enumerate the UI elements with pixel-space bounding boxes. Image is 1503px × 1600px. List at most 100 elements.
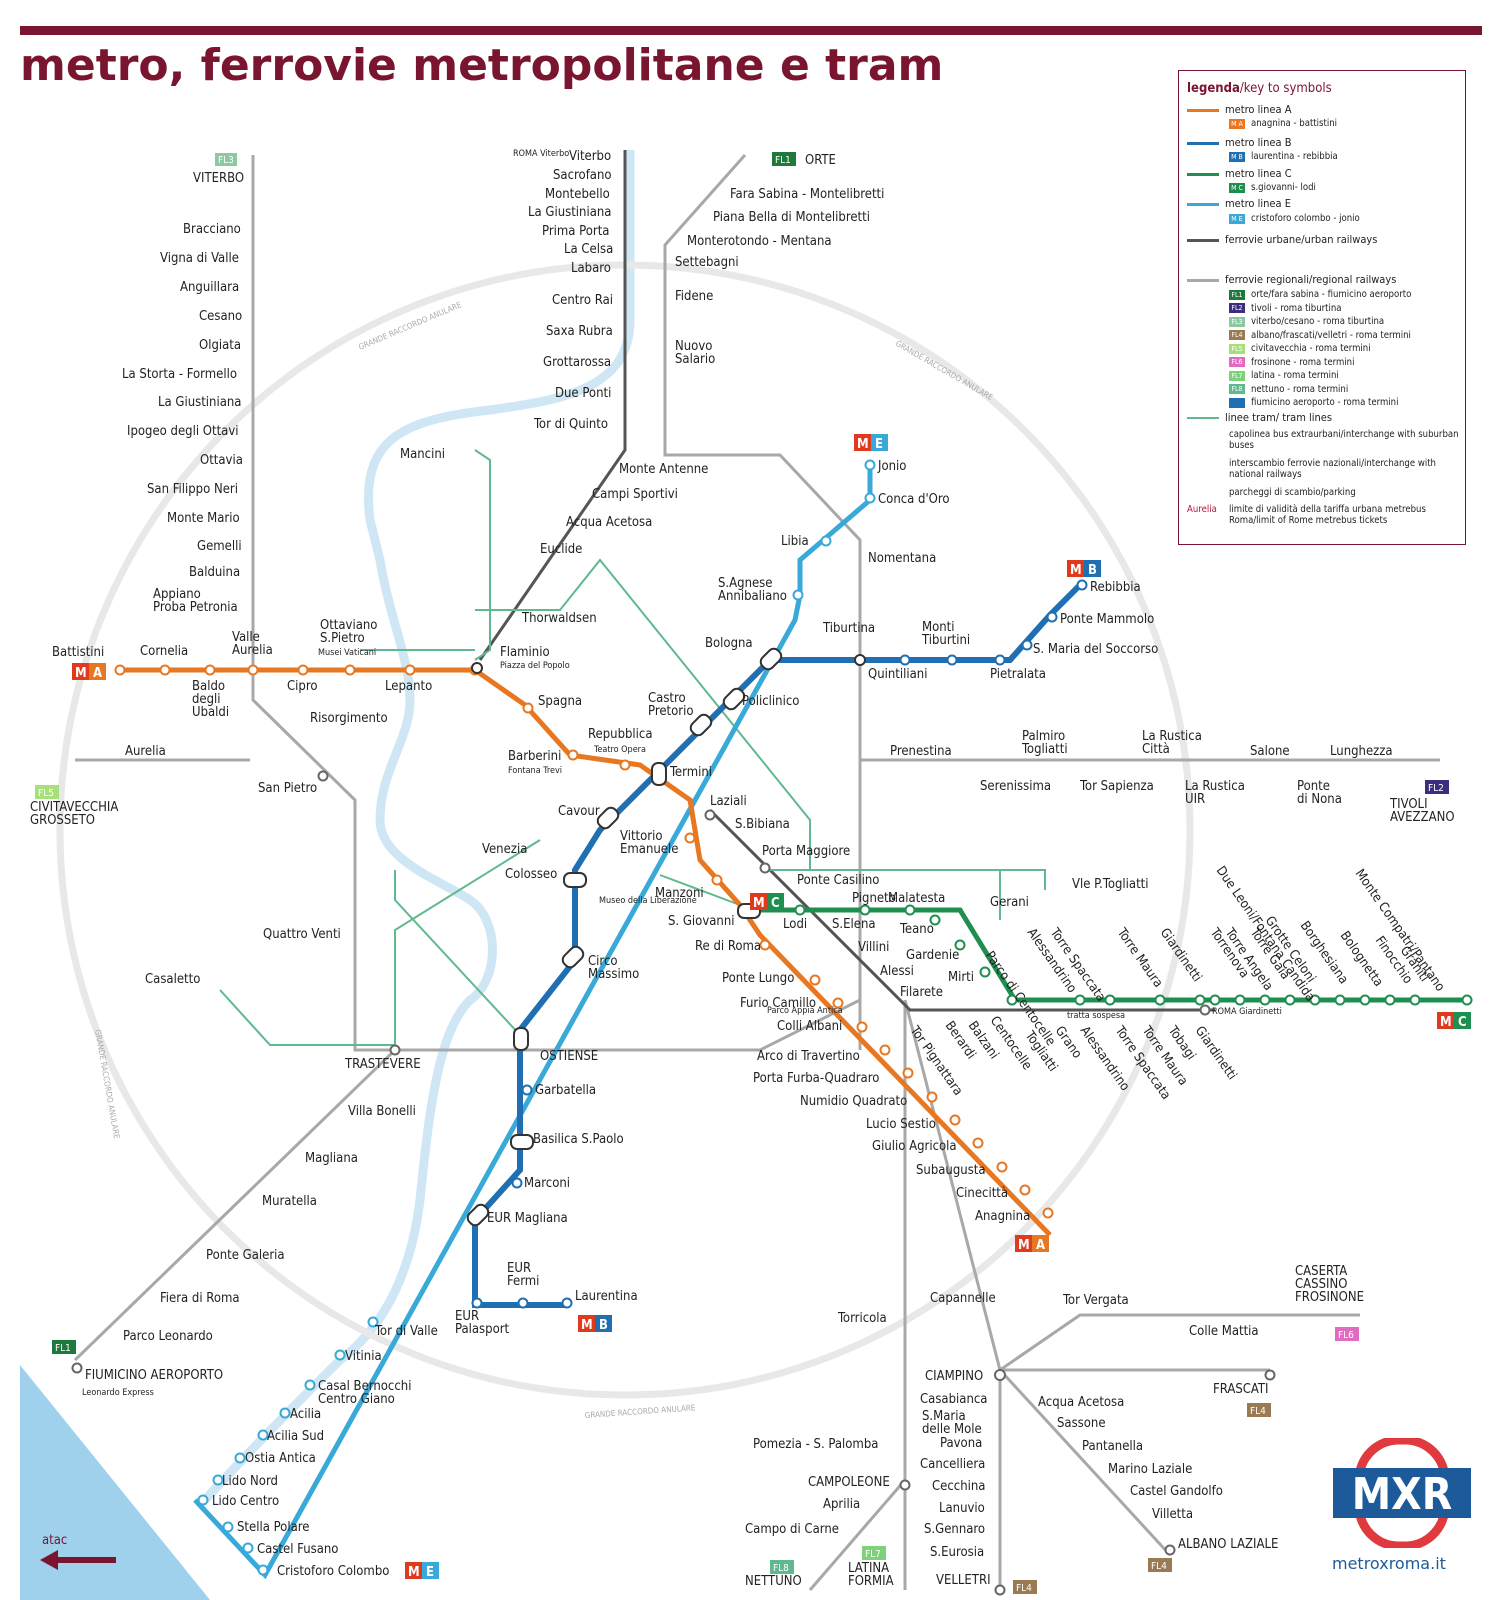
station-eur-palasport[interactable] <box>471 1297 483 1309</box>
station-albano[interactable] <box>1164 1544 1176 1556</box>
station-subaugusta[interactable] <box>996 1161 1008 1173</box>
station-parco-di-centocelle[interactable] <box>1006 994 1018 1006</box>
station-casal-bernocchi[interactable] <box>304 1379 316 1391</box>
station-teano[interactable] <box>929 914 941 926</box>
station-numidio-quadrato[interactable] <box>926 1091 938 1103</box>
station-giardinetti-tr[interactable] <box>1199 1004 1211 1016</box>
station-c-torre-maura[interactable] <box>1154 994 1166 1006</box>
station-torre-angela[interactable] <box>1234 994 1246 1006</box>
interchange-bologna[interactable] <box>758 646 783 671</box>
station-fiumicino[interactable] <box>71 1362 83 1374</box>
station-flaminio-x[interactable] <box>471 662 483 674</box>
station-s-agnese[interactable] <box>792 589 804 601</box>
station-lido-nord[interactable] <box>212 1474 224 1486</box>
station-c-giardinetti[interactable] <box>1194 994 1206 1006</box>
station-valle-aurelia[interactable] <box>247 664 259 676</box>
station-garbatella[interactable] <box>521 1084 533 1096</box>
interchange-colosseo[interactable] <box>563 872 587 888</box>
station-lido-centro[interactable] <box>197 1494 209 1506</box>
station-lucio-sestio[interactable] <box>949 1114 961 1126</box>
station-porta-maggiore[interactable] <box>759 862 771 874</box>
station-spagna[interactable] <box>522 702 534 714</box>
station-monti-tiburtini[interactable] <box>946 654 958 666</box>
station-due-leoni[interactable] <box>1309 994 1321 1006</box>
station-campoleone[interactable] <box>899 1479 911 1491</box>
station-borghesiana[interactable] <box>1334 994 1346 1006</box>
station-repubblica[interactable] <box>619 759 631 771</box>
interchange-castro-pretorio[interactable] <box>688 712 713 737</box>
interchange-circo-massimo[interactable] <box>560 944 585 969</box>
station-colli-albani[interactable] <box>856 1021 868 1033</box>
station-marconi[interactable] <box>511 1177 523 1189</box>
station-barberini[interactable] <box>567 749 579 761</box>
station-san-pietro[interactable] <box>317 770 329 782</box>
station-eur-fermi[interactable] <box>517 1297 529 1309</box>
station-tor-di-valle[interactable] <box>367 1316 379 1328</box>
station-graniti[interactable] <box>1409 994 1421 1006</box>
station-cornelia[interactable] <box>159 664 171 676</box>
station-laurentina[interactable] <box>561 1297 573 1309</box>
station-laziali[interactable] <box>704 809 716 821</box>
station-ciampino[interactable] <box>994 1369 1006 1381</box>
station-libia[interactable] <box>820 535 832 547</box>
station-malatesta[interactable] <box>904 904 916 916</box>
station-quintiliani[interactable] <box>899 654 911 666</box>
station-conca-doro[interactable] <box>864 492 876 504</box>
station-bolognetta[interactable] <box>1359 994 1371 1006</box>
station-c-alessandrino[interactable] <box>1074 994 1086 1006</box>
station-ottaviano[interactable] <box>344 664 356 676</box>
station-mirti[interactable] <box>979 966 991 978</box>
station-acilia[interactable] <box>279 1407 291 1419</box>
station-ostia-antica[interactable] <box>234 1452 246 1464</box>
logo-url[interactable]: metroxroma.it <box>1332 1554 1446 1573</box>
station-monte-compatri[interactable] <box>1461 994 1473 1006</box>
station-furio-camillo[interactable] <box>832 997 844 1009</box>
station-anagnina[interactable] <box>1042 1207 1054 1219</box>
station-acilia-sud[interactable] <box>257 1429 269 1441</box>
station-finocchio[interactable] <box>1384 994 1396 1006</box>
station-jonio[interactable] <box>864 459 876 471</box>
interchange-eur-magliana[interactable] <box>465 1202 490 1227</box>
station-torrenova[interactable] <box>1209 994 1221 1006</box>
station-battistini[interactable] <box>114 664 126 676</box>
station-vitinia[interactable] <box>334 1349 346 1361</box>
interchange-stations[interactable] <box>465 646 866 1227</box>
station-lepanto[interactable] <box>404 664 416 676</box>
station-vittorio-emanuele[interactable] <box>684 832 696 844</box>
station-stella-polare[interactable] <box>222 1521 234 1533</box>
station-arco-di-travertino[interactable] <box>879 1044 891 1056</box>
station-ponte-lungo[interactable] <box>809 974 821 986</box>
interchange-cavour[interactable] <box>595 805 620 830</box>
station-lodi[interactable] <box>794 904 806 916</box>
station-castel-fusano[interactable] <box>242 1542 254 1554</box>
station-pigneto[interactable] <box>859 904 871 916</box>
station-c-torre-spaccata[interactable] <box>1104 994 1116 1006</box>
station-manzoni[interactable] <box>711 874 723 886</box>
station-giulio-agricola[interactable] <box>972 1137 984 1149</box>
mxr-logo[interactable]: MXR <box>1333 1438 1471 1548</box>
station-cinecitta[interactable] <box>1019 1184 1031 1196</box>
station-ponte-mammolo[interactable] <box>1046 611 1058 623</box>
station-cipro[interactable] <box>297 664 309 676</box>
interchange-termini[interactable] <box>651 762 667 786</box>
line-c-stations[interactable] <box>794 904 1473 1006</box>
station-rebibbia[interactable] <box>1076 579 1088 591</box>
station-velletri[interactable] <box>994 1584 1006 1596</box>
station-baldo-degli-ubaldi[interactable] <box>204 664 216 676</box>
station-trastevere[interactable] <box>389 1044 401 1056</box>
station-grotte-celoni[interactable] <box>1284 994 1296 1006</box>
line-a-stations[interactable] <box>114 664 1054 1219</box>
interchange-piramide[interactable] <box>513 1027 529 1051</box>
station-pietralata[interactable] <box>994 654 1006 666</box>
station-cristoforo-colombo[interactable] <box>257 1564 269 1576</box>
other-stations[interactable] <box>71 770 1276 1596</box>
line-e-stations[interactable] <box>197 459 876 1576</box>
station-torre-gaia[interactable] <box>1259 994 1271 1006</box>
station-tiburtina-fs[interactable] <box>854 654 866 666</box>
station-gardenie[interactable] <box>954 939 966 951</box>
station-s-maria-del-soccorso[interactable] <box>1021 639 1033 651</box>
station-porta-furba[interactable] <box>902 1067 914 1079</box>
interchange-policlinico[interactable] <box>721 686 746 711</box>
station-re-di-roma[interactable] <box>759 939 771 951</box>
